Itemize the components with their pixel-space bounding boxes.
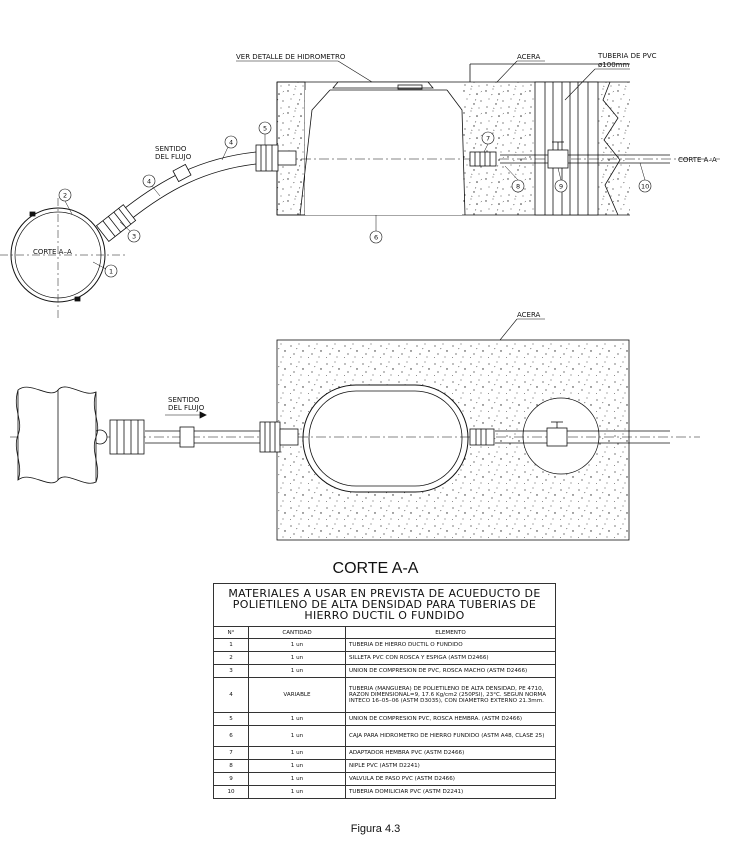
header-element: ELEMENTO <box>345 626 556 639</box>
table-row: 2 1 un SILLETA PVC CON ROSCA Y ESPIGA (A… <box>213 651 556 665</box>
row-quantity: 1 un <box>248 664 346 678</box>
table-title: MATERIALES A USAR EN PREVISTA DE ACUEDUC… <box>213 583 556 627</box>
table-title-line-2: POLIETILENO DE ALTA DENSIDAD PARA TUBERI… <box>232 598 537 611</box>
label-corte-right: CORTE A–A <box>678 156 717 164</box>
row-number: 9 <box>213 772 249 786</box>
table-title-line-1: MATERIALES A USAR EN PREVISTA DE ACUEDUC… <box>228 587 541 600</box>
bottom-view-labels: ACERA SENTIDO DEL FLUJO <box>168 311 541 412</box>
row-element: TUBERIA DE HIERRO DUCTIL O FUNDIDO <box>345 638 556 652</box>
row-number: 8 <box>213 759 249 773</box>
figure-caption: Figura 4.3 <box>350 823 401 835</box>
bottom-plan-view <box>10 318 700 541</box>
row-quantity: 1 un <box>248 759 346 773</box>
label-acera-bottom: ACERA <box>517 311 541 319</box>
callout-7: 7 <box>486 135 490 143</box>
table-row: 3 1 un UNION DE COMPRESION DE PVC, ROSCA… <box>213 664 556 678</box>
callout-2: 2 <box>63 192 67 200</box>
row-element: NIPLE PVC (ASTM D2241) <box>345 759 556 773</box>
callout-4a: 4 <box>147 178 151 186</box>
table-row: 1 1 un TUBERIA DE HIERRO DUCTIL O FUNDID… <box>213 638 556 652</box>
section-title: CORTE A-A <box>332 560 419 577</box>
row-element: SILLETA PVC CON ROSCA Y ESPIGA (ASTM D24… <box>345 651 556 665</box>
row-quantity: 1 un <box>248 651 346 665</box>
row-number: 10 <box>213 785 249 799</box>
table-row: 5 1 un UNION DE COMPRESION PVC, ROSCA HE… <box>213 712 556 726</box>
callout-10: 10 <box>641 183 649 191</box>
callout-8: 8 <box>516 183 520 191</box>
row-number: 5 <box>213 712 249 726</box>
row-quantity: 1 un <box>248 772 346 786</box>
callout-5: 5 <box>263 125 267 133</box>
row-element: UNION DE COMPRESION DE PVC, ROSCA MACHO … <box>345 664 556 678</box>
label-tuberia-pvc-diam: ø100mm <box>598 61 629 69</box>
callout-6: 6 <box>374 234 378 242</box>
row-number: 4 <box>213 677 249 713</box>
row-element: UNION DE COMPRESION PVC, ROSCA HEMBRA. (… <box>345 712 556 726</box>
label-sentido-top-1: SENTIDO <box>155 145 187 153</box>
row-quantity: 1 un <box>248 746 346 760</box>
row-number: 1 <box>213 638 249 652</box>
row-quantity: 1 un <box>248 638 346 652</box>
row-element: VALVULA DE PASO PVC (ASTM D2466) <box>345 772 556 786</box>
table-row: 7 1 un ADAPTADOR HEMBRA PVC (ASTM D2466) <box>213 746 556 760</box>
header-number: N° <box>213 626 249 639</box>
table-row: 8 1 un NIPLE PVC (ASTM D2241) <box>213 759 556 773</box>
row-quantity: VARIABLE <box>248 677 346 713</box>
callout-9: 9 <box>559 183 563 191</box>
technical-drawing: VER DETALLE DE HIDROMETRO ACERA TUBERIA … <box>0 52 720 541</box>
row-quantity: 1 un <box>248 712 346 726</box>
label-sentido-top-2: DEL FLUJO <box>155 153 192 161</box>
row-element: ADAPTADOR HEMBRA PVC (ASTM D2466) <box>345 746 556 760</box>
header-quantity: CANTIDAD <box>248 626 346 639</box>
row-number: 6 <box>213 725 249 747</box>
label-acera-top: ACERA <box>517 53 541 61</box>
table-row: 9 1 un VALVULA DE PASO PVC (ASTM D2466) <box>213 772 556 786</box>
label-detalle-hidrometro: VER DETALLE DE HIDROMETRO <box>236 53 346 61</box>
callout-1: 1 <box>109 268 113 276</box>
callout-4b: 4 <box>229 139 233 147</box>
row-quantity: 1 un <box>248 785 346 799</box>
label-sentido-bottom-1: SENTIDO <box>168 396 200 404</box>
callout-3: 3 <box>132 233 136 241</box>
row-element: TUBERIA DOMILICIAR PVC (ASTM D2241) <box>345 785 556 799</box>
table-row: 6 1 un CAJA PARA HIDROMETRO DE HIERRO FU… <box>213 725 556 747</box>
row-number: 2 <box>213 651 249 665</box>
row-element: CAJA PARA HIDROMETRO DE HIERRO FUNDIDO (… <box>345 725 556 747</box>
top-view-labels: VER DETALLE DE HIDROMETRO ACERA TUBERIA … <box>33 52 717 278</box>
label-sentido-bottom-2: DEL FLUJO <box>168 404 205 412</box>
top-section-view <box>0 63 720 320</box>
table-title-line-3: HIERRO DUCTIL O FUNDIDO <box>304 609 465 622</box>
row-number: 3 <box>213 664 249 678</box>
materials-table: MATERIALES A USAR EN PREVISTA DE ACUEDUC… <box>213 583 556 799</box>
row-element: TUBERIA (MANGUERA) DE POLIETILENO DE ALT… <box>345 677 556 713</box>
table-row: 10 1 un TUBERIA DOMILICIAR PVC (ASTM D22… <box>213 785 556 799</box>
row-quantity: 1 un <box>248 725 346 747</box>
table-row: 4 VARIABLE TUBERIA (MANGUERA) DE POLIETI… <box>213 677 556 713</box>
row-number: 7 <box>213 746 249 760</box>
label-corte-left: CORTE A–A <box>33 248 72 256</box>
label-tuberia-pvc: TUBERIA DE PVC <box>597 52 657 60</box>
